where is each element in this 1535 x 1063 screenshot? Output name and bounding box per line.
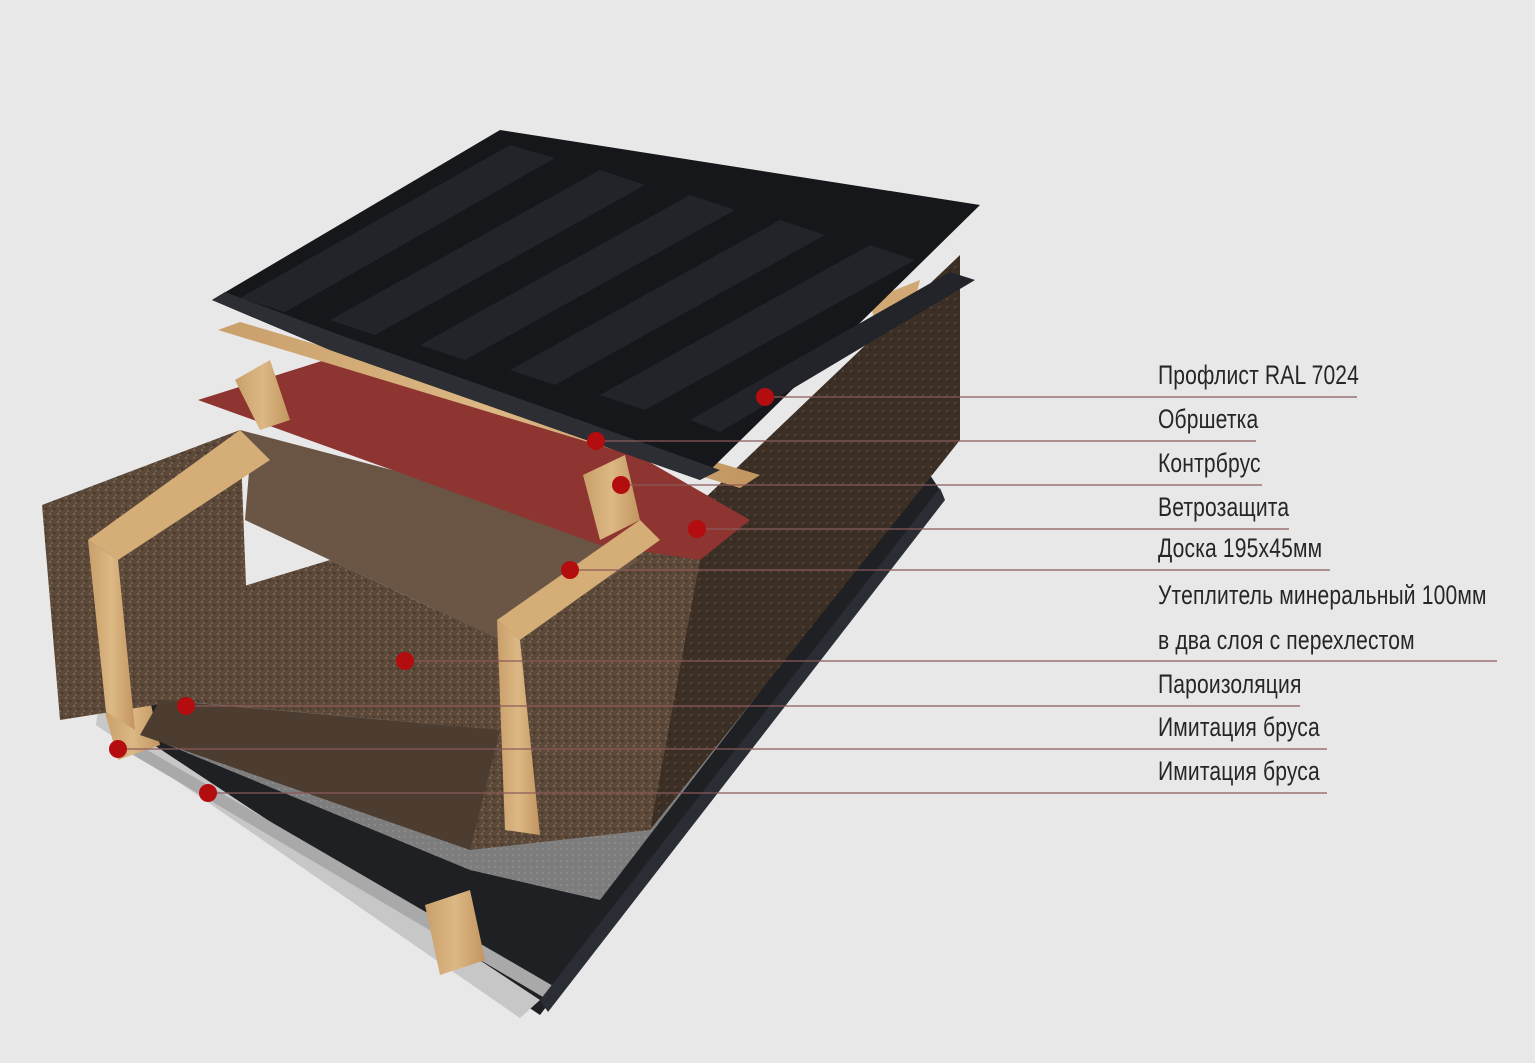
layer-label-profile-sheet: Профлист RAL 7024 bbox=[1158, 360, 1360, 390]
layer-label-insulation: Утеплитель минеральный 100мм bbox=[1158, 580, 1487, 610]
marker-dot-icon bbox=[688, 520, 706, 538]
layer-label-board: Доска 195х45мм bbox=[1158, 533, 1323, 563]
marker-dot-icon bbox=[199, 784, 217, 802]
layer-label-insulation-line2: в два слоя с перехлестом bbox=[1158, 625, 1415, 655]
layer-label-wind-barrier: Ветрозащита bbox=[1158, 492, 1290, 522]
profiled-sheet bbox=[212, 130, 980, 480]
marker-dot-icon bbox=[109, 740, 127, 758]
layer-label-vapor-barrier: Пароизоляция bbox=[1158, 669, 1302, 699]
bottom-batten bbox=[425, 890, 485, 975]
marker-dot-icon bbox=[756, 388, 774, 406]
rafter-boards bbox=[88, 430, 660, 835]
marker-dot-icon bbox=[177, 697, 195, 715]
layer-label-counter-batten: Контрбрус bbox=[1158, 448, 1261, 478]
layer-label-imitation-1: Имитация бруса bbox=[1158, 712, 1320, 742]
marker-dot-icon bbox=[561, 561, 579, 579]
layer-label-imitation-2: Имитация бруса bbox=[1158, 756, 1320, 786]
marker-dot-icon bbox=[396, 652, 414, 670]
layer-label-lathing: Обршетка bbox=[1158, 404, 1259, 434]
insulation-block bbox=[42, 255, 960, 850]
marker-dot-icon bbox=[612, 476, 630, 494]
marker-dot-icon bbox=[587, 432, 605, 450]
